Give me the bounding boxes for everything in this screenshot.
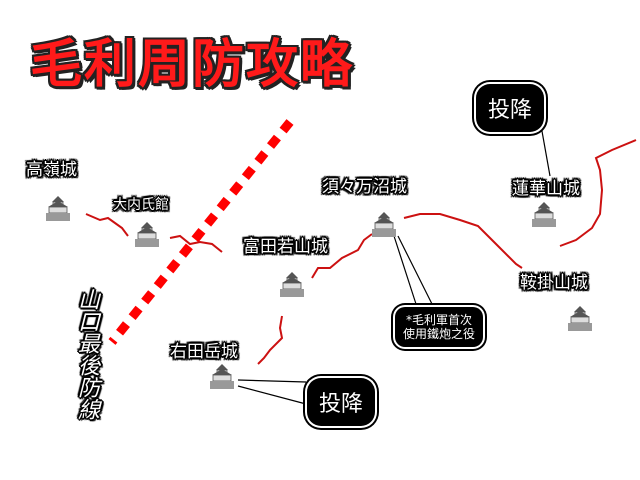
note-line-1: *毛利軍首次 bbox=[406, 313, 473, 327]
pointer-migitadake-b bbox=[237, 385, 307, 405]
castle-label-suzunuma[interactable]: 須々万沼城 bbox=[322, 177, 407, 197]
pointer-note-b bbox=[397, 235, 433, 305]
castle-icon bbox=[210, 364, 234, 389]
route-ouchi-east bbox=[169, 234, 223, 253]
castle-icon bbox=[372, 212, 396, 237]
note-line-2: 使用鐵炮之役 bbox=[403, 327, 476, 341]
castle-label-tomitawaka[interactable]: 富田若山城 bbox=[243, 237, 328, 257]
pointer-migitadake-a bbox=[237, 379, 307, 383]
castle-icon bbox=[280, 272, 304, 297]
note-bubble: *毛利軍首次 使用鐵炮之役 bbox=[395, 307, 484, 347]
route-tomita bbox=[311, 233, 373, 279]
defense-line bbox=[108, 119, 294, 345]
surrender-bubble-migitadake: 投降 bbox=[307, 378, 376, 426]
route-suzunuma-kurakake bbox=[403, 213, 523, 269]
surrender-bubble-rengesan: 投降 bbox=[476, 84, 545, 132]
route-ouchi-west bbox=[85, 213, 129, 237]
castle-label-kurakake[interactable]: 鞍掛山城 bbox=[520, 273, 588, 293]
castle-label-migitadake[interactable]: 右田岳城 bbox=[170, 342, 238, 362]
pointer-note-a bbox=[393, 235, 417, 305]
castle-label-ouchi[interactable]: 大内氏館 bbox=[113, 197, 169, 213]
castle-icon bbox=[135, 222, 159, 247]
castle-label-rengesan[interactable]: 蓮華山城 bbox=[512, 179, 580, 199]
pointer-rengesan bbox=[539, 119, 551, 177]
castle-icon bbox=[46, 196, 70, 221]
page-title: 毛利周防攻略 bbox=[30, 35, 355, 95]
castle-icon bbox=[568, 306, 592, 331]
castle-icon bbox=[532, 202, 556, 227]
castle-label-takane[interactable]: 高嶺城 bbox=[26, 160, 77, 180]
route-rengesan bbox=[559, 139, 637, 247]
route-migitadake bbox=[257, 315, 284, 365]
defense-line-label: 山口最後防線 bbox=[74, 288, 99, 420]
